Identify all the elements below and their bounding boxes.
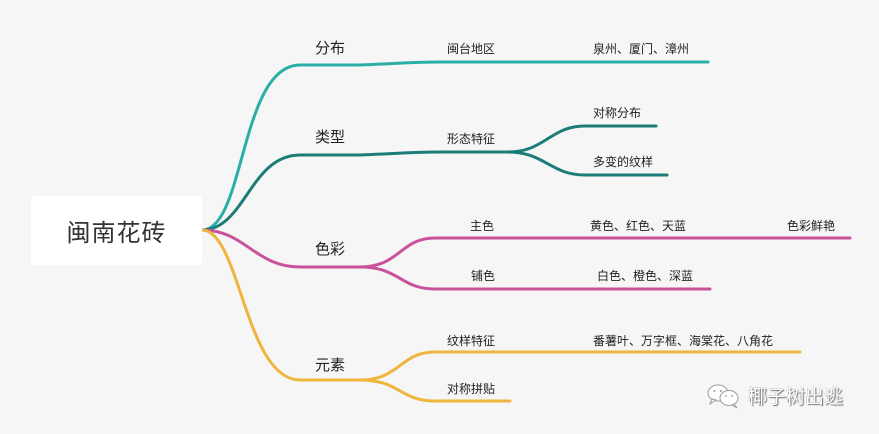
watermark-text: 椰子树出逃 [748, 386, 844, 408]
node-type[interactable]: 类型 [315, 128, 346, 146]
node-main-color-values[interactable]: 黄色、红色、天蓝 [590, 219, 687, 233]
node-pattern-features[interactable]: 纹样特征 [447, 334, 496, 348]
branch-type-lines [200, 124, 669, 232]
branch-color-lines [200, 228, 852, 291]
node-base-color[interactable]: 铺色 [471, 269, 496, 283]
node-elements[interactable]: 元素 [315, 356, 346, 374]
wechat-icon [707, 384, 739, 408]
node-symmetric-layout[interactable]: 对称分布 [593, 106, 642, 120]
branch-distribution-lines [200, 60, 710, 232]
node-distribution[interactable]: 分布 [315, 39, 346, 57]
node-vivid-colors[interactable]: 色彩鲜艳 [787, 219, 836, 233]
node-pattern-list[interactable]: 番薯叶、万字框、海棠花、八角花 [593, 334, 774, 348]
node-varied-patterns[interactable]: 多变的纹样 [593, 155, 654, 169]
root-node[interactable]: 闽南花砖 [31, 196, 202, 265]
node-color[interactable]: 色彩 [315, 240, 346, 258]
node-form-features[interactable]: 形态特征 [447, 132, 496, 146]
node-symmetric-tiling[interactable]: 对称拼贴 [447, 382, 496, 396]
node-base-color-values[interactable]: 白色、橙色、深蓝 [597, 269, 694, 283]
node-minnan-taiwan[interactable]: 闽台地区 [447, 42, 496, 56]
branch-elements-lines [200, 228, 802, 403]
root-label: 闽南花砖 [66, 219, 167, 247]
node-cities[interactable]: 泉州、厦门、漳州 [593, 42, 690, 56]
watermark: 椰子树出逃 [706, 382, 843, 409]
node-main-color[interactable]: 主色 [470, 219, 495, 233]
